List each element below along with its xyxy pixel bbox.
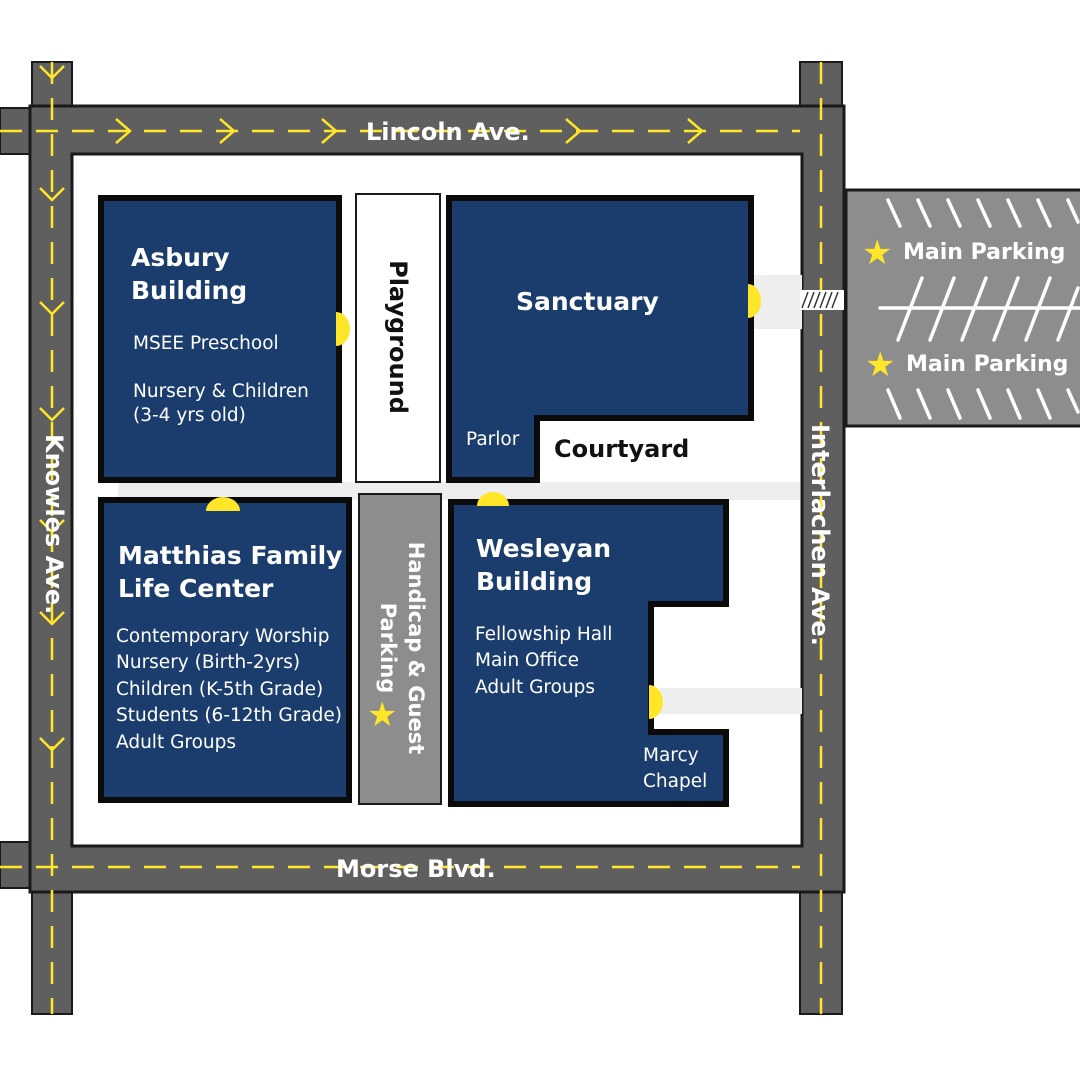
wesleyan-title-line1: Wesleyan xyxy=(476,534,612,563)
playground-label: Playground xyxy=(384,260,412,414)
entrance-marker-icon xyxy=(206,497,240,511)
road-stubs xyxy=(0,61,843,1015)
entrance-marker-icon xyxy=(336,312,350,346)
wesleyan-item-2: Main Office xyxy=(475,650,580,671)
wesleyan-item-3: Adult Groups xyxy=(475,677,596,698)
crosswalk xyxy=(800,290,844,310)
arrow-chevron-icon xyxy=(115,118,132,144)
arrow-chevron-icon xyxy=(687,118,704,144)
arrow-chevron-icon xyxy=(39,519,65,534)
star-icon: ★ xyxy=(862,233,893,273)
parlor-label: Parlor xyxy=(466,429,520,450)
asbury-item-3: (3-4 yrs old) xyxy=(133,405,246,426)
asbury-title-line2: Building xyxy=(131,276,248,305)
marcy-chapel-line2: Chapel xyxy=(643,771,708,792)
entrance-marker-icon xyxy=(477,492,509,506)
matthias-item-4: Students (6-12th Grade) xyxy=(116,705,343,726)
matthias-title-line1: Matthias Family xyxy=(118,541,343,570)
arrow-chevron-icon xyxy=(39,407,65,422)
matthias-item-1: Contemporary Worship xyxy=(116,626,330,647)
wesleyan-title: Wesleyan Building xyxy=(476,532,611,598)
main-parking-label-bottom[interactable]: Main Parking xyxy=(906,352,1069,377)
asbury-item-2: Nursery & Children xyxy=(133,381,309,402)
courtyard-label: Courtyard xyxy=(554,435,690,463)
road-label-south: Morse Blvd. xyxy=(336,855,496,883)
sanctuary-title: Sanctuary xyxy=(516,287,659,316)
matthias-item-5: Adult Groups xyxy=(116,732,237,753)
arrow-chevron-icon xyxy=(39,65,65,80)
handicap-parking-shape xyxy=(358,493,442,805)
asbury-building-shape[interactable] xyxy=(98,195,342,483)
matthias-title: Matthias Family Life Center xyxy=(118,539,342,605)
lane-markings xyxy=(0,62,823,1014)
arrow-chevron-icon xyxy=(219,118,236,144)
road-label-north: Lincoln Ave. xyxy=(366,118,530,146)
main-parking-label-top[interactable]: Main Parking xyxy=(903,240,1066,265)
road-label-east: Interlachen Ave. xyxy=(806,424,834,646)
arrow-chevron-icon xyxy=(39,301,65,316)
wesleyan-building-shape[interactable] xyxy=(448,499,729,807)
asbury-item-1: MSEE Preschool xyxy=(133,333,279,354)
arrow-chevron-icon xyxy=(39,737,65,752)
direction-arrows xyxy=(39,65,704,752)
wesleyan-item-1: Fellowship Hall xyxy=(475,624,613,645)
star-icon: ★ xyxy=(367,695,398,735)
star-icon: ★ xyxy=(865,345,896,385)
matthias-title-line2: Life Center xyxy=(118,574,274,603)
walkways xyxy=(118,275,802,714)
arrow-chevron-icon xyxy=(39,611,65,626)
sanctuary-shape[interactable] xyxy=(446,195,754,483)
marcy-chapel-line1: Marcy xyxy=(643,745,699,766)
entrance-marker-icon xyxy=(748,284,761,318)
handicap-parking-line1: Handicap & Guest xyxy=(404,541,428,755)
arrow-chevron-icon xyxy=(321,118,338,144)
asbury-title: Asbury Building xyxy=(131,241,247,307)
arrow-chevron-icon xyxy=(39,187,65,202)
playground-shape xyxy=(355,193,441,483)
parking-stalls xyxy=(878,198,1080,420)
asbury-title-line1: Asbury xyxy=(131,243,230,272)
matthias-item-3: Children (K-5th Grade) xyxy=(116,679,324,700)
arrow-chevron-icon xyxy=(565,118,582,144)
road-label-west: Knowles Ave. xyxy=(40,434,68,615)
entrance-markers xyxy=(206,284,761,719)
wesleyan-title-line2: Building xyxy=(476,567,593,596)
matthias-item-2: Nursery (Birth-2yrs) xyxy=(116,652,301,673)
entrance-marker-icon xyxy=(649,685,663,719)
